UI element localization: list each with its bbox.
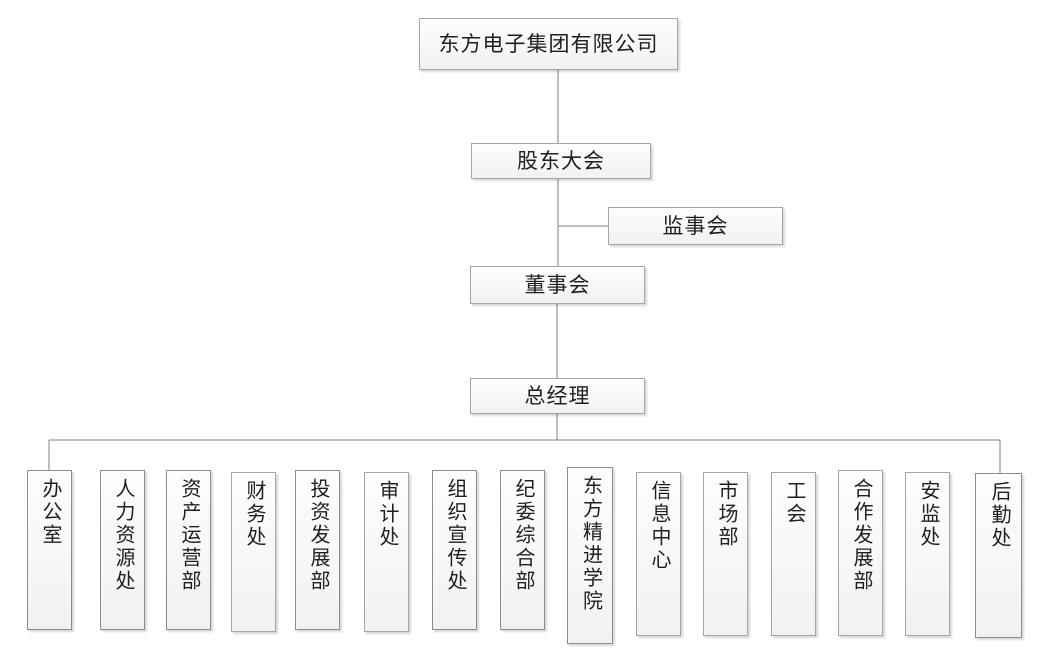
- node-department-safety-supervision[interactable]: 安监处: [905, 472, 950, 636]
- node-department-marketing-label: 市场部: [715, 480, 737, 549]
- node-department-audit[interactable]: 审计处: [364, 472, 409, 632]
- node-department-discipline-inspection[interactable]: 纪委综合部: [500, 470, 545, 630]
- node-department-office[interactable]: 办公室: [27, 470, 72, 630]
- node-shareholders-meeting[interactable]: 股东大会: [471, 143, 651, 179]
- node-department-finance-label: 财务处: [243, 480, 265, 549]
- node-department-finance[interactable]: 财务处: [231, 472, 276, 632]
- node-general-manager[interactable]: 总经理: [470, 378, 645, 414]
- node-department-marketing[interactable]: 市场部: [703, 472, 748, 636]
- node-board-of-supervisors[interactable]: 监事会: [608, 207, 783, 245]
- node-department-office-label: 办公室: [39, 478, 61, 547]
- node-department-information-center-label: 信息中心: [648, 480, 670, 572]
- node-department-organization-publicity[interactable]: 组织宣传处: [432, 470, 477, 630]
- node-department-asset-operations[interactable]: 资产运营部: [166, 470, 211, 630]
- node-department-information-center[interactable]: 信息中心: [636, 472, 681, 636]
- node-department-discipline-inspection-label: 纪委综合部: [512, 478, 534, 593]
- node-department-dongfang-academy[interactable]: 东方精进学院: [567, 467, 613, 644]
- node-company[interactable]: 东方电子集团有限公司: [419, 18, 678, 70]
- node-general-manager-label: 总经理: [524, 383, 591, 408]
- node-department-investment-development-label: 投资发展部: [307, 478, 329, 593]
- node-board-of-directors[interactable]: 董事会: [470, 266, 645, 304]
- node-department-human-resources-label: 人力资源处: [112, 478, 134, 593]
- node-department-audit-label: 审计处: [376, 480, 398, 549]
- node-department-dongfang-academy-label: 东方精进学院: [579, 475, 602, 613]
- node-department-logistics-label: 后勤处: [988, 481, 1010, 550]
- node-department-labor-union[interactable]: 工会: [771, 472, 816, 636]
- node-department-investment-development[interactable]: 投资发展部: [295, 470, 340, 630]
- node-department-cooperation-development-label: 合作发展部: [850, 478, 872, 593]
- node-department-human-resources[interactable]: 人力资源处: [100, 470, 145, 630]
- node-department-labor-union-label: 工会: [783, 480, 805, 526]
- node-department-asset-operations-label: 资产运营部: [178, 478, 200, 593]
- node-board-of-supervisors-label: 监事会: [662, 213, 729, 238]
- node-department-safety-supervision-label: 安监处: [917, 480, 939, 549]
- node-company-label: 东方电子集团有限公司: [438, 31, 659, 56]
- node-department-organization-publicity-label: 组织宣传处: [444, 478, 466, 593]
- node-board-of-directors-label: 董事会: [524, 272, 591, 297]
- node-shareholders-meeting-label: 股东大会: [517, 148, 605, 173]
- node-department-cooperation-development[interactable]: 合作发展部: [838, 470, 883, 636]
- node-department-logistics[interactable]: 后勤处: [975, 473, 1022, 638]
